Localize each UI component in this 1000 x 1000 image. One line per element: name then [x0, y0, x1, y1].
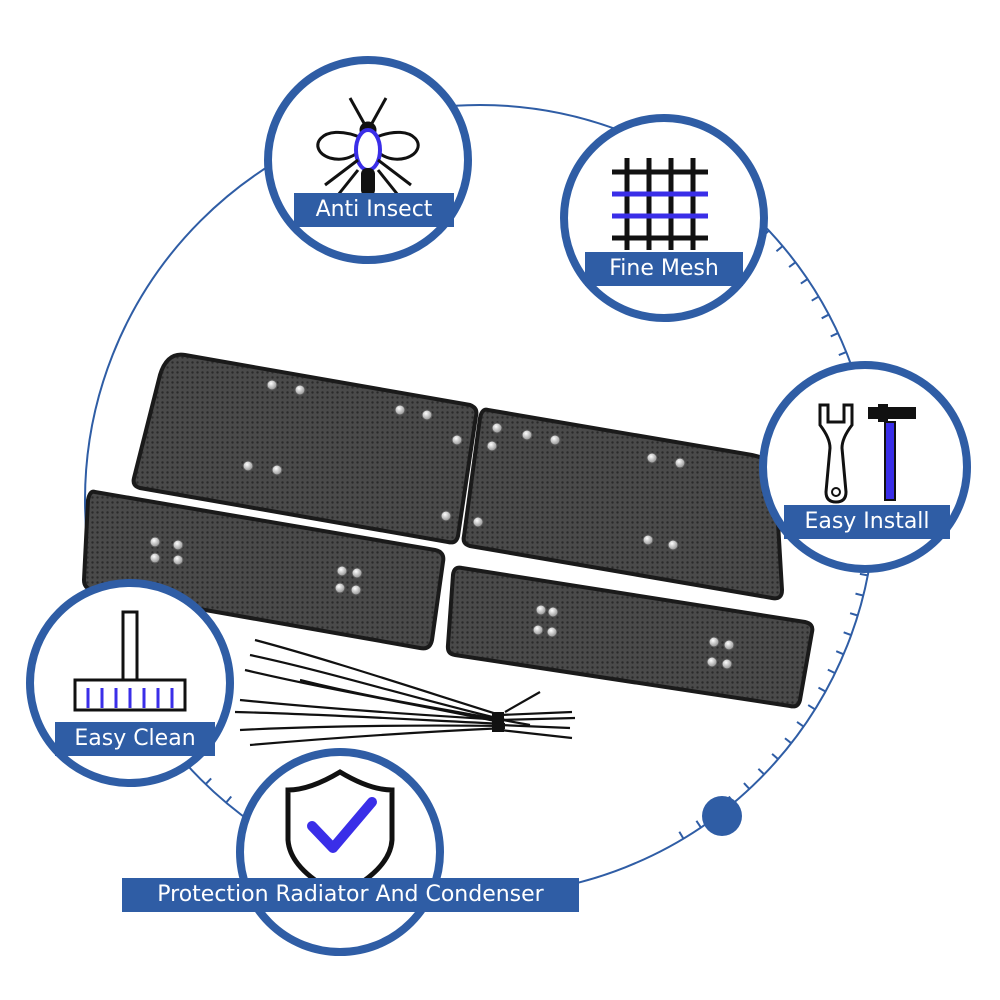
mounting-bolt [351, 567, 363, 579]
feature-badge-protection [236, 748, 444, 956]
feature-label-anti-insect: Anti Insect [294, 193, 454, 227]
feature-label-easy-install: Easy Install [784, 505, 950, 539]
dial-tick [827, 668, 836, 675]
dial-tick [695, 820, 702, 829]
mounting-bolt [334, 582, 346, 594]
feature-badge-anti-insect [264, 56, 472, 264]
dial-tick [678, 831, 685, 840]
mounting-bolt [547, 606, 559, 618]
mounting-bolt [172, 539, 184, 551]
dial-tick [821, 313, 830, 320]
shield-check-icon [285, 769, 395, 898]
mounting-bolt [706, 656, 718, 668]
mounting-bolt [646, 452, 658, 464]
dial-tick [859, 572, 868, 577]
dial-tick [788, 261, 797, 268]
dial-tick [204, 777, 212, 785]
dial-tick [849, 612, 859, 617]
mesh-panel-bottom-right [445, 565, 815, 709]
dial-tick [784, 737, 792, 744]
mounting-bolt [667, 539, 679, 551]
mounting-bolt [486, 440, 498, 452]
insect-icon [316, 97, 420, 206]
mounting-bolt [149, 536, 161, 548]
feature-label-protection: Protection Radiator And Condenser [122, 878, 579, 912]
mounting-bolt [642, 534, 654, 546]
dial-tick [796, 721, 805, 728]
dial-knob [702, 796, 742, 836]
wrench-hammer-icon [818, 403, 916, 504]
mesh-grid-icon [612, 158, 708, 250]
dial-tick [775, 245, 784, 253]
mounting-bolt [549, 434, 561, 446]
brush-icon [73, 610, 187, 712]
mounting-bolt [172, 554, 184, 566]
mounting-bolt [521, 429, 533, 441]
dial-tick [830, 332, 839, 338]
mounting-bolt [266, 379, 278, 391]
dial-tick [771, 753, 779, 760]
dial-tick [800, 278, 809, 285]
mounting-bolt [708, 636, 720, 648]
cable-ties [234, 638, 576, 747]
mounting-bolt [472, 516, 484, 528]
mounting-bolt [336, 565, 348, 577]
mounting-bolt [721, 658, 733, 670]
mounting-bolt [242, 460, 254, 472]
dial-tick [843, 631, 852, 637]
dial-tick [743, 782, 751, 790]
dial-tick [838, 351, 847, 356]
feature-label-fine-mesh: Fine Mesh [585, 252, 743, 286]
mounting-bolt [723, 639, 735, 651]
mesh-panel-top-left [131, 352, 479, 545]
mounting-bolt [674, 457, 686, 469]
mounting-bolt [149, 552, 161, 564]
mounting-bolt [535, 604, 547, 616]
dial-tick [225, 795, 233, 804]
dial-tick [835, 650, 844, 656]
mounting-bolt [394, 404, 406, 416]
mounting-bolt [271, 464, 283, 476]
mounting-bolt [440, 510, 452, 522]
dial-tick [855, 592, 864, 597]
dial-tick [757, 768, 765, 776]
mounting-bolt [294, 384, 306, 396]
feature-label-easy-clean: Easy Clean [55, 722, 215, 756]
mesh-panel-bottom-left [81, 489, 446, 651]
mounting-bolt [451, 434, 463, 446]
feature-badge-fine-mesh [560, 114, 768, 322]
dial-tick [817, 686, 826, 693]
mounting-bolt [532, 624, 544, 636]
mounting-bolt [546, 626, 558, 638]
dial-tick [811, 295, 820, 302]
mesh-panel-top-right [461, 407, 785, 601]
mounting-bolt [421, 409, 433, 421]
mounting-bolt [350, 584, 362, 596]
mounting-bolt [491, 422, 503, 434]
dial-tick [807, 704, 816, 711]
grille-mesh-panels [81, 352, 815, 709]
